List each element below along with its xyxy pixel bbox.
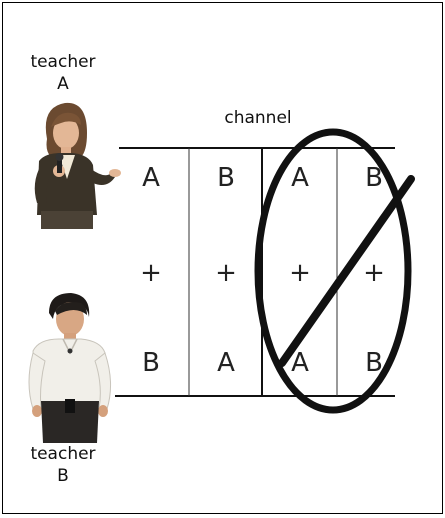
crossout-slash — [278, 175, 415, 367]
cell-r2-c2: + — [215, 258, 237, 288]
cell-r1-c1: A — [142, 163, 160, 193]
cell-r2-c1: + — [140, 258, 162, 288]
cell-r1-c2: B — [217, 163, 235, 193]
diagram-frame: teacher A teacher B channel A B A B + + … — [2, 2, 443, 514]
cell-r3-c3: A — [291, 348, 309, 378]
cell-r2-c4: + — [363, 258, 385, 288]
teacher-a-letter: A — [57, 74, 69, 94]
teacher-a-label: teacher A — [25, 51, 101, 95]
cell-r3-c4: B — [365, 348, 383, 378]
teacher-b-label: teacher B — [25, 443, 101, 487]
crossout-oval — [254, 128, 412, 414]
teacher-b-word: teacher — [30, 444, 96, 464]
teacher-a-word: teacher — [30, 52, 96, 72]
cell-r1-c4: B — [365, 163, 383, 193]
cell-r3-c1: B — [142, 348, 160, 378]
teacher-b-photo — [28, 293, 111, 443]
cell-r3-c2: A — [217, 348, 235, 378]
channel-grid-lines — [115, 128, 415, 414]
cell-r2-c3: + — [289, 258, 311, 288]
teacher-b-letter: B — [57, 466, 69, 486]
channel-label: channel — [224, 108, 292, 128]
cell-r1-c3: A — [291, 163, 309, 193]
teacher-a-photo — [34, 102, 121, 229]
